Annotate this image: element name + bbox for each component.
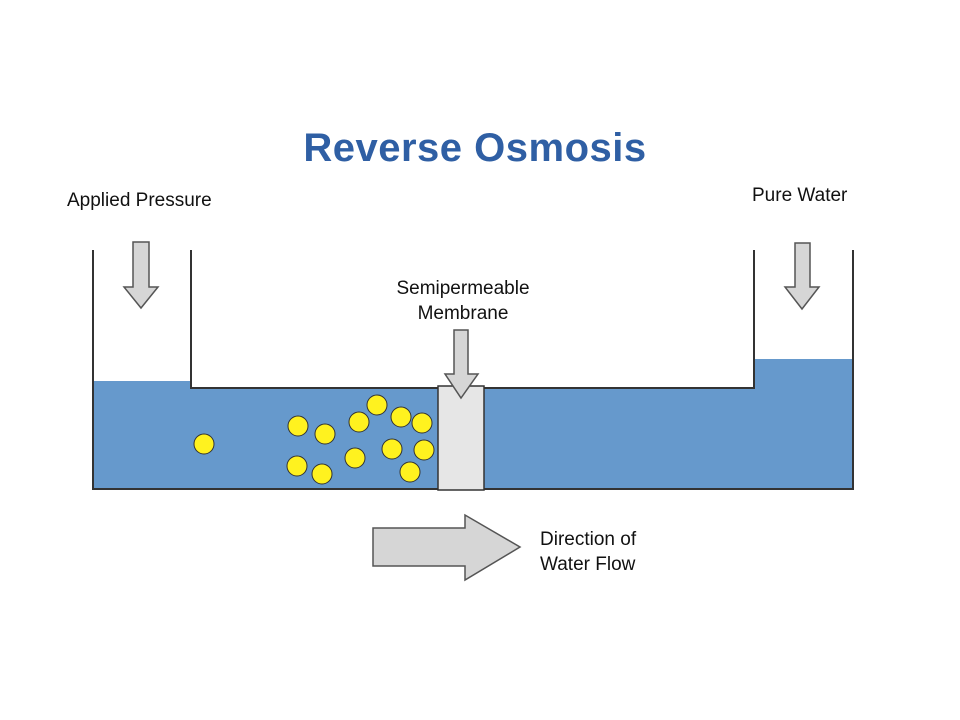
solute-particle [344,447,366,469]
down-arrow-icon [122,241,160,310]
membrane-label-line2: Membrane [417,303,509,324]
pure-water-label: Pure Water [752,185,848,206]
applied-pressure-label: Applied Pressure [67,190,212,211]
flow-direction-label: Direction of Water Flow [540,527,636,577]
solute-particle [348,411,370,433]
solute-particle [287,415,309,437]
semipermeable-membrane [437,385,485,491]
solute-particle [286,455,308,477]
solute-particle [193,433,215,455]
membrane-label-line1: Semipermeable [396,278,530,299]
solute-particle [390,406,412,428]
flow-label-line1: Direction of [540,529,637,550]
flow-label-line2: Water Flow [540,554,636,575]
diagram-title: Reverse Osmosis [303,126,647,170]
solute-particle [314,423,336,445]
right-arrow-icon [372,513,522,582]
solute-particle [311,463,333,485]
solute-particle [381,438,403,460]
solute-particle [411,412,433,434]
container-inner-wall [190,250,755,389]
solute-particle [366,394,388,416]
down-arrow-icon [443,329,480,400]
down-arrow-icon [783,242,821,311]
membrane-label: Semipermeable Membrane [388,276,538,326]
solute-particles [193,394,435,485]
solute-particle [399,461,421,483]
solute-particle [413,439,435,461]
